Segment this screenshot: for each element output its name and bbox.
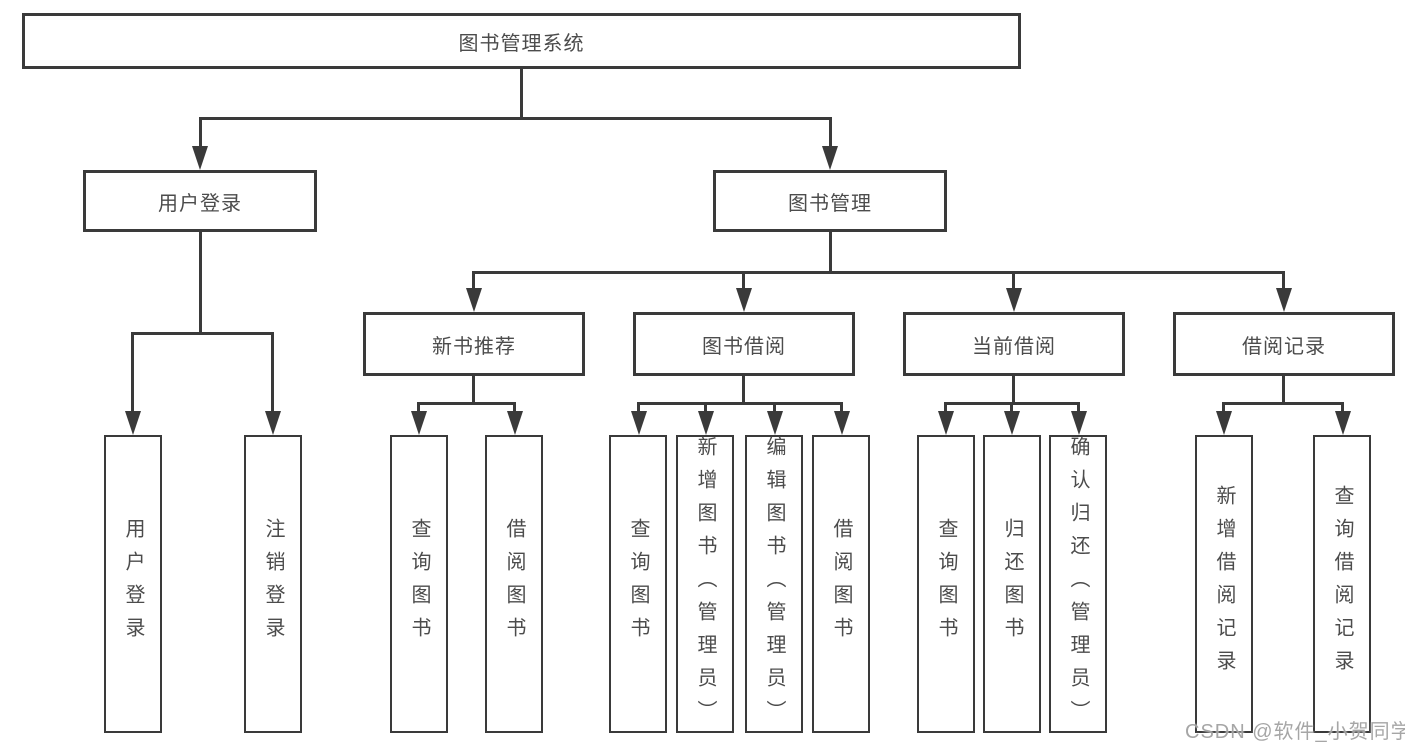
arrowhead-login [192, 146, 208, 170]
node-root-system: 图书管理系统 [22, 13, 1021, 69]
node-book-borrow-label: 图书借阅 [702, 335, 786, 358]
leaf-add-books-admin-label: 新增图书（管理员） [694, 435, 716, 733]
connector-recommend-rail [417, 402, 516, 405]
leaf-borrow-books: 借阅图书 [812, 435, 870, 733]
arrowhead-cur-leaf2 [1004, 411, 1020, 435]
connector-drop-cur-leaf2 [1010, 402, 1013, 416]
connector-drop-records [1282, 271, 1285, 293]
connector-drop-recd-leaf2 [1341, 402, 1344, 416]
connector-root-stem [520, 69, 523, 118]
connector-borrow-rail [637, 402, 843, 405]
connector-drop-recommend [472, 271, 475, 293]
arrowhead-bor-leaf2 [698, 411, 714, 435]
connector-drop-login [199, 117, 202, 150]
leaf-recommend-borrow-books-label: 借阅图书 [503, 518, 525, 650]
leaf-user-login: 用户登录 [104, 435, 162, 733]
arrowhead-bor-leaf4 [834, 411, 850, 435]
leaf-add-borrow-record-label: 新增借阅记录 [1213, 485, 1235, 683]
connector-recommend-stem [472, 376, 475, 405]
connector-drop-rec-leaf2 [513, 402, 516, 416]
connector-drop-bor-leaf2 [704, 402, 707, 416]
leaf-logout-label: 注销登录 [262, 518, 284, 650]
leaf-confirm-return-admin: 确认归还（管理员） [1049, 435, 1107, 733]
arrowhead-cur-leaf3 [1071, 411, 1087, 435]
connector-drop-leaf-login2 [271, 332, 274, 414]
connector-drop-rec-leaf1 [417, 402, 420, 416]
connector-drop-bookmgmt [829, 117, 832, 150]
arrowhead-recd-leaf2 [1335, 411, 1351, 435]
connector-login-rail [131, 332, 274, 335]
node-current-borrow-label: 当前借阅 [972, 335, 1056, 358]
node-book-management: 图书管理 [713, 170, 947, 232]
connector-drop-current [1012, 271, 1015, 293]
leaf-current-query-books: 查询图书 [917, 435, 975, 733]
connector-level3-rail [472, 271, 1285, 274]
connector-drop-borrow [742, 271, 745, 293]
leaf-recommend-query-books: 查询图书 [390, 435, 448, 733]
node-current-borrow: 当前借阅 [903, 312, 1125, 376]
arrowhead-records [1276, 288, 1292, 312]
connector-records-stem [1282, 376, 1285, 405]
leaf-logout: 注销登录 [244, 435, 302, 733]
leaf-confirm-return-admin-label: 确认归还（管理员） [1067, 435, 1089, 733]
connector-drop-cur-leaf3 [1077, 402, 1080, 416]
connector-level2-rail [199, 117, 832, 120]
arrowhead-rec-leaf2 [507, 411, 523, 435]
node-borrow-records: 借阅记录 [1173, 312, 1395, 376]
leaf-borrow-query-books: 查询图书 [609, 435, 667, 733]
connector-drop-bor-leaf3 [773, 402, 776, 416]
connector-bookmgmt-stem [829, 232, 832, 274]
node-user-login: 用户登录 [83, 170, 317, 232]
arrowhead-leaf-login2 [265, 411, 281, 435]
arrowhead-bor-leaf3 [767, 411, 783, 435]
connector-borrow-stem [742, 376, 745, 405]
leaf-edit-books-admin-label: 编辑图书（管理员） [763, 435, 785, 733]
connector-records-rail [1222, 402, 1344, 405]
node-root-label: 图书管理系统 [458, 32, 585, 55]
node-user-login-label: 用户登录 [158, 192, 242, 215]
connector-drop-recd-leaf1 [1222, 402, 1225, 416]
arrowhead-bor-leaf1 [631, 411, 647, 435]
node-new-book-recommend-label: 新书推荐 [432, 335, 516, 358]
connector-drop-bor-leaf1 [637, 402, 640, 416]
arrowhead-bookmgmt [822, 146, 838, 170]
node-book-borrow: 图书借阅 [633, 312, 855, 376]
leaf-add-books-admin: 新增图书（管理员） [676, 435, 734, 733]
leaf-borrow-query-books-label: 查询图书 [627, 518, 649, 650]
arrowhead-recommend [466, 288, 482, 312]
arrowhead-leaf-login1 [125, 411, 141, 435]
leaf-user-login-label: 用户登录 [122, 518, 144, 650]
leaf-query-borrow-record: 查询借阅记录 [1313, 435, 1371, 733]
leaf-add-borrow-record: 新增借阅记录 [1195, 435, 1253, 733]
connector-current-stem [1012, 376, 1015, 405]
connector-drop-bor-leaf4 [840, 402, 843, 416]
arrowhead-current [1006, 288, 1022, 312]
node-borrow-records-label: 借阅记录 [1242, 335, 1326, 358]
leaf-recommend-query-books-label: 查询图书 [408, 518, 430, 650]
arrowhead-cur-leaf1 [938, 411, 954, 435]
connector-drop-leaf-login1 [131, 332, 134, 414]
leaf-query-borrow-record-label: 查询借阅记录 [1331, 485, 1353, 683]
arrowhead-rec-leaf1 [411, 411, 427, 435]
leaf-borrow-books-label: 借阅图书 [830, 518, 852, 650]
connector-login-stem [199, 232, 202, 335]
csdn-watermark: CSDN @软件_小贺同学 [1185, 721, 1405, 743]
connector-drop-cur-leaf1 [944, 402, 947, 416]
leaf-return-books: 归还图书 [983, 435, 1041, 733]
node-book-management-label: 图书管理 [788, 192, 872, 215]
leaf-current-query-books-label: 查询图书 [935, 518, 957, 650]
arrowhead-recd-leaf1 [1216, 411, 1232, 435]
arrowhead-borrow [736, 288, 752, 312]
leaf-edit-books-admin: 编辑图书（管理员） [745, 435, 803, 733]
leaf-return-books-label: 归还图书 [1001, 518, 1023, 650]
leaf-recommend-borrow-books: 借阅图书 [485, 435, 543, 733]
node-new-book-recommend: 新书推荐 [363, 312, 585, 376]
